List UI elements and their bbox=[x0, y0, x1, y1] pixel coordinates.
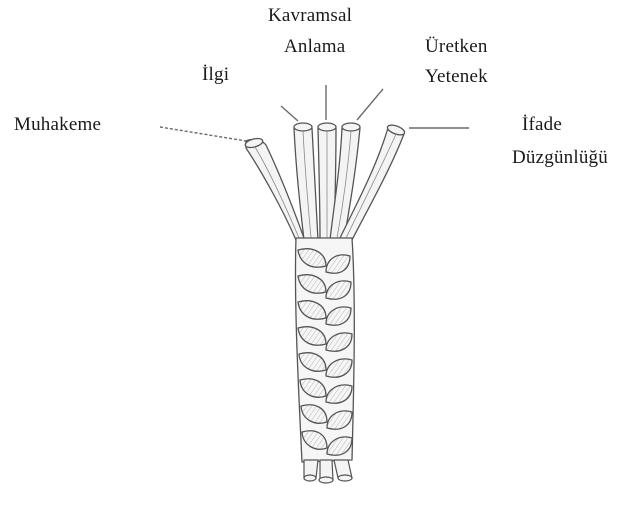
rope-bottom-ends bbox=[304, 460, 352, 483]
braid-body bbox=[295, 238, 354, 462]
strand-end-uretken bbox=[342, 123, 360, 131]
label-kavramsal-line2: Anlama bbox=[284, 35, 345, 59]
label-muhakeme: Muhakeme bbox=[14, 113, 101, 137]
label-ifade-line2: Düzgünlüğü bbox=[512, 146, 608, 170]
rope-strands bbox=[244, 123, 406, 240]
pointer-lines bbox=[160, 85, 469, 141]
strand-end-kavramsal bbox=[318, 123, 336, 131]
label-uretken-line1: Üretken bbox=[425, 35, 488, 59]
label-kavramsal-line1: Kavramsal bbox=[268, 4, 352, 28]
pointer-line-uretken bbox=[357, 89, 383, 120]
label-ilgi: İlgi bbox=[202, 63, 229, 87]
pointer-line-muhakeme bbox=[160, 127, 246, 141]
label-ifade-line1: İfade bbox=[522, 113, 562, 137]
pointer-line-ilgi bbox=[281, 106, 298, 121]
label-uretken-line2: Yetenek bbox=[425, 65, 488, 89]
strand-end-ilgi bbox=[294, 123, 312, 131]
braid-outline bbox=[295, 238, 354, 462]
